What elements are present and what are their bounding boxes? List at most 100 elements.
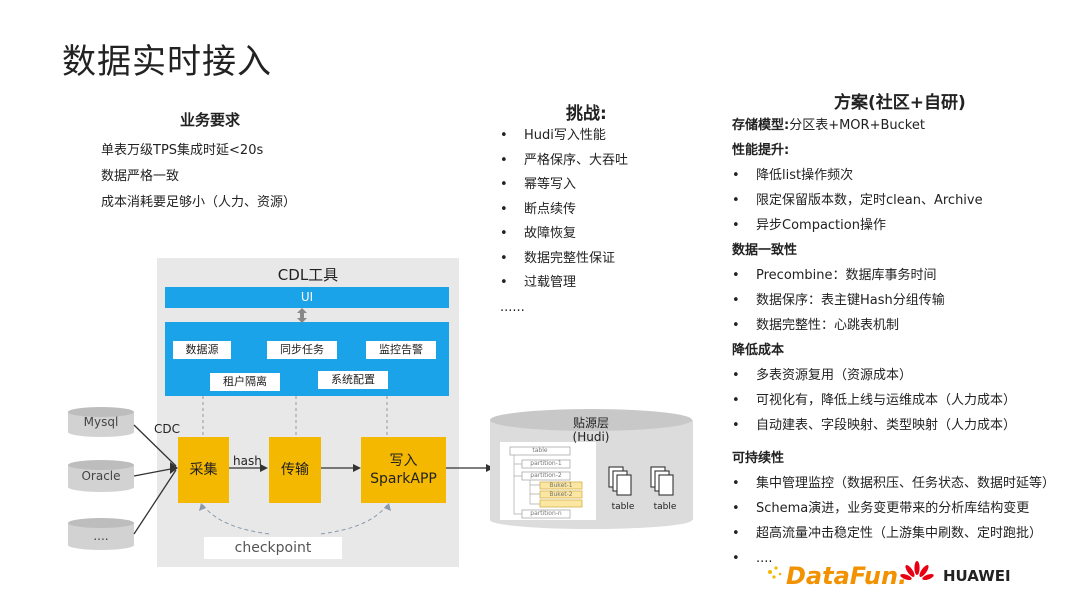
table-label: table: [653, 502, 677, 512]
list-item: •限定保留版本数，定时clean、Archive: [732, 191, 1055, 216]
bullet-icon: •: [732, 218, 740, 233]
list-item-text: 故障恢复: [524, 226, 577, 241]
list-item: 数据严格一致: [101, 169, 180, 184]
table-file-icon: [650, 466, 674, 496]
hash-label: hash: [233, 454, 262, 468]
ui-link-arrow-icon: [297, 308, 307, 323]
arrow-head-icon: [384, 503, 391, 511]
sparkapp-label: SparkAPP: [370, 471, 437, 487]
lake-label-1: 贴源层: [572, 416, 609, 430]
list-item: •....: [732, 549, 1055, 574]
list-item-text: 幂等写入: [524, 177, 577, 192]
bullet-icon: •: [732, 551, 740, 566]
list-item-text: 可视化有，降低上线与运维成本（人力成本）: [756, 393, 1017, 408]
bullet-icon: •: [500, 152, 508, 168]
list-item-text: Hudi写入性能: [524, 128, 606, 143]
source-oracle-label: Oracle: [81, 469, 121, 483]
list-item: • 异步Compaction操作: [732, 216, 1055, 241]
list-item-text: 数据完整性：心跳表机制: [756, 318, 900, 333]
list-item: • 多表资源复用（资源成本）: [732, 366, 1055, 391]
requirements-heading: 业务要求: [180, 111, 241, 129]
list-item: •Precombine：数据库事务时间: [732, 266, 1055, 291]
list-item: 成本消耗要足够小（人力、资源）: [101, 195, 297, 210]
plan-heading: 方案(社区+自研): [834, 93, 966, 113]
list-item: • 数据完整性保证: [500, 247, 628, 272]
module-system-config: 系统配置: [318, 371, 388, 389]
list-item: • Hudi写入性能: [500, 124, 628, 149]
list-item-text: Schema演进，业务变更带来的分析库结构变更: [756, 501, 1030, 516]
challenges-list: • Hudi写入性能 •严格保序、大吞吐 • 幂等写入 • 断点续传 • 故障恢复 • 数…: [500, 124, 628, 320]
list-item-text: 多表资源复用（资源成本）: [756, 368, 913, 383]
module-monitor-alert: 监控告警: [366, 341, 436, 359]
bullet-icon: •: [732, 501, 740, 516]
bullet-icon: •: [500, 250, 508, 266]
cdl-tool-panel: [157, 258, 459, 567]
huawei-logo-icon: [900, 561, 934, 581]
list-item-text: 异步Compaction操作: [756, 218, 886, 233]
module-sync-task: 同步任务: [267, 341, 337, 359]
arrow-head-icon: [170, 462, 178, 474]
list-item-text: 断点续传: [524, 201, 577, 217]
perf-heading: 性能提升:: [732, 143, 790, 158]
datafun-logo: DataFun.: [786, 562, 908, 590]
module-tenant-isolation: 租户隔离: [210, 373, 280, 391]
more-db-cylinder-icon: [68, 518, 134, 550]
datafun-logo-icon: [768, 566, 782, 579]
list-item: •过载管理: [500, 271, 628, 296]
cdc-arrows: [133, 424, 177, 535]
bullet-icon: •: [500, 226, 508, 241]
list-item-text: 数据完整性保证: [524, 250, 616, 266]
source-mysql-label: Mysql: [83, 415, 119, 429]
list-item-text: 降低list操作频次: [756, 168, 854, 183]
list-item-text: ....: [756, 551, 773, 566]
cdl-title: CDL工具: [277, 266, 339, 284]
challenges-more: ......: [500, 299, 525, 315]
checkpoint-box: checkpoint: [204, 537, 342, 559]
bullet-icon: •: [500, 275, 508, 290]
checkpoint-curve: [202, 504, 271, 535]
plan-list: 存储模型:分区表+MOR+Bucket 性能提升: •降低list操作频次 •限…: [732, 116, 1055, 574]
bullet-icon: •: [500, 177, 508, 192]
list-item: • 数据保序：表主键Hash分组传输: [732, 291, 1055, 316]
module-datasource: 数据源: [173, 341, 231, 359]
tree-node-label: partition-2: [530, 472, 562, 479]
requirements-list: 单表万级TPS集成时延<20s 数据严格一致 成本消耗要足够小（人力、资源）: [101, 138, 296, 216]
page-title: 数据实时接入: [62, 42, 272, 82]
table-label: table: [611, 502, 635, 512]
bullet-icon: •: [732, 418, 740, 433]
list-item: • Schema演进，业务变更带来的分析库结构变更: [732, 499, 1055, 524]
list-item-text: 数据保序：表主键Hash分组传输: [756, 293, 945, 308]
mysql-cylinder-icon: [68, 407, 134, 437]
hudi-tree-diagram: [500, 442, 596, 520]
challenges-heading: 挑战:: [566, 104, 607, 124]
bullet-icon: •: [732, 293, 740, 308]
list-item: • 幂等写入: [500, 173, 628, 198]
arrow-head-icon: [260, 464, 268, 472]
list-item: • 数据完整性：心跳表机制: [732, 316, 1055, 341]
bullet-icon: •: [732, 526, 740, 541]
list-item: • 故障恢复: [500, 222, 628, 247]
list-item: •可视化有，降低上线与运维成本（人力成本）: [732, 391, 1055, 416]
list-item-text: 限定保留版本数，定时clean、Archive: [756, 193, 983, 208]
checkpoint-curve: [319, 504, 388, 535]
bullet-icon: •: [732, 368, 740, 383]
list-item: •集中管理监控（数据积压、任务状态、数据时延等）: [732, 474, 1055, 499]
bullet-icon: •: [732, 168, 740, 183]
transfer-box: 传输: [269, 437, 321, 503]
oracle-cylinder-icon: [68, 460, 134, 492]
tree-node-label: Buket-1: [549, 482, 573, 489]
tree-node-label: partition-n: [530, 510, 562, 517]
ui-bar: UI: [165, 287, 449, 308]
list-item: •自动建表、字段映射、类型映射（人力成本）: [732, 416, 1055, 441]
storage-text: 分区表+MOR+Bucket: [789, 118, 925, 133]
sustain-heading: 可持续性: [732, 451, 785, 466]
bullet-icon: •: [732, 318, 740, 333]
list-item: •严格保序、大吞吐: [500, 149, 628, 174]
tree-node-label: partition-1: [530, 460, 562, 467]
list-item: 单表万级TPS集成时延<20s: [101, 143, 264, 158]
collect-box: 采集: [178, 437, 229, 503]
arrow-head-icon: [353, 464, 361, 472]
bullet-icon: •: [500, 128, 508, 143]
bullet-icon: •: [732, 268, 740, 283]
